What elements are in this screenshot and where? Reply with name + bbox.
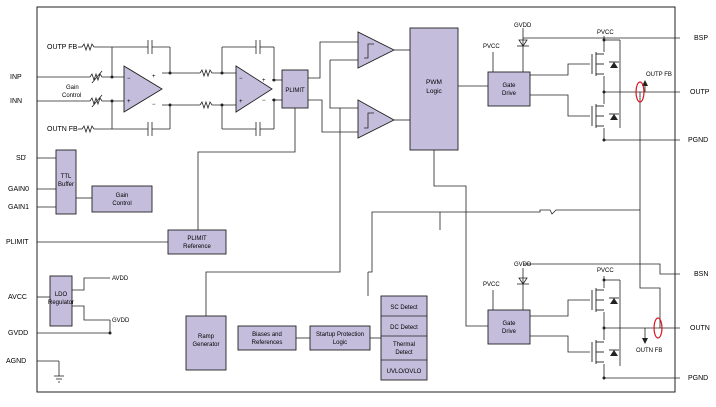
pin-agnd: AGND bbox=[6, 358, 26, 365]
plimit-reference-label-1: PLIMIT bbox=[187, 236, 207, 242]
biases-references-block bbox=[237, 325, 297, 351]
svg-text:+: + bbox=[239, 99, 243, 105]
gain-control-block bbox=[91, 185, 153, 213]
pin-pgnd-top: PGND bbox=[688, 137, 708, 144]
pin-inp: INP bbox=[10, 74, 22, 81]
pin-outp-fb-left: OUTP FB bbox=[47, 44, 78, 51]
wires bbox=[37, 28, 680, 383]
pin-inn: INN bbox=[10, 98, 22, 105]
thermal-detect-label-1: Thermal bbox=[393, 342, 415, 348]
ramp-generator-label-1: Ramp bbox=[198, 334, 215, 340]
pwm-logic-label-1: PWM bbox=[426, 79, 442, 86]
comparator-bottom bbox=[357, 99, 395, 139]
gvdd-ldo-label: GVDD bbox=[112, 318, 130, 324]
startup-protection-label-2: Logic bbox=[333, 340, 347, 346]
low-side-fet-top bbox=[591, 104, 619, 128]
pin-outn-fb-left: OUTN FB bbox=[47, 126, 78, 133]
svg-text:−: − bbox=[239, 76, 243, 82]
gain-control-text-2: Control bbox=[62, 93, 81, 99]
pwm-logic-label-2: Logic bbox=[426, 88, 442, 95]
svg-text:−: − bbox=[152, 102, 156, 108]
pvcc-top-fet-label: PVCC bbox=[597, 30, 614, 36]
svg-text:+: + bbox=[152, 74, 156, 80]
pvcc-top-gate-label: PVCC bbox=[483, 44, 500, 50]
gate-drive-top-label-2: Drive bbox=[502, 91, 517, 97]
plimit-reference-block bbox=[167, 229, 227, 255]
high-side-fet-top bbox=[591, 52, 619, 76]
biases-references-label-2: References bbox=[252, 340, 283, 346]
pin-sd: SD bbox=[16, 155, 26, 162]
outp-fb-marker bbox=[635, 81, 645, 103]
input-amplifier bbox=[123, 65, 163, 113]
outn-fb-marker bbox=[653, 317, 663, 339]
hysteresis-icon bbox=[364, 43, 374, 59]
gain-control-label-1: Gain bbox=[116, 193, 129, 199]
pin-pgnd-bottom: PGND bbox=[688, 375, 708, 382]
junction-dots bbox=[108, 38, 606, 380]
gain-control-text-1: Gain bbox=[66, 85, 79, 91]
ramp-generator-label-2: Generator bbox=[192, 342, 219, 348]
sc-detect-label: SC Detect bbox=[390, 305, 418, 311]
startup-protection-label-1: Startup Protection bbox=[316, 332, 364, 338]
pin-avcc: AVCC bbox=[8, 294, 27, 301]
ttl-buffer-label-1: TTL bbox=[61, 174, 72, 180]
detect-stack bbox=[380, 295, 428, 381]
thermal-detect-label-2: Detect bbox=[395, 350, 413, 356]
gate-drive-bottom-label-2: Drive bbox=[502, 329, 517, 335]
ldo-regulator-label-2: Regulator bbox=[48, 300, 74, 306]
arrow-markers bbox=[642, 80, 648, 344]
ttl-buffer-block bbox=[55, 149, 77, 215]
arrow-down-icon bbox=[642, 338, 648, 344]
hysteresis-icon bbox=[364, 112, 374, 129]
outn-fb-inner-label: OUTN FB bbox=[636, 348, 662, 354]
arrow-up-icon bbox=[642, 80, 648, 86]
pwm-logic-block bbox=[409, 27, 459, 151]
startup-protection-block bbox=[309, 325, 371, 351]
svg-text:−: − bbox=[262, 98, 266, 104]
svg-text:+: + bbox=[262, 78, 266, 84]
biases-references-label-1: Biases and bbox=[252, 332, 282, 338]
ldo-regulator-block bbox=[49, 275, 73, 327]
gvdd-bottom-label: GVDD bbox=[514, 262, 532, 268]
pvcc-bottom-fet-label: PVCC bbox=[597, 268, 614, 274]
pin-gain0: GAIN0 bbox=[8, 186, 29, 193]
gate-drive-top-block bbox=[487, 71, 531, 107]
comparator-top bbox=[357, 31, 396, 69]
gate-drive-top-label-1: Gate bbox=[502, 83, 516, 89]
ldo-regulator-label-1: LDO bbox=[55, 292, 68, 298]
gain-control-label-2: Control bbox=[112, 201, 131, 207]
outp-fb-inner-label: OUTP FB bbox=[646, 72, 672, 78]
plimit-reference-label-2: Reference bbox=[183, 244, 211, 250]
high-side-fet-bottom bbox=[591, 288, 619, 312]
second-amplifier bbox=[235, 65, 273, 113]
pin-outn: OUTN bbox=[690, 325, 710, 332]
avdd-label: AVDD bbox=[112, 276, 129, 282]
uvlo-ovlo-label: UVLO/OVLO bbox=[387, 369, 422, 375]
pin-plimit: PLIMIT bbox=[6, 239, 29, 246]
pin-bsn: BSN bbox=[694, 271, 708, 278]
gate-drive-bottom-block bbox=[487, 309, 531, 345]
svg-text:+: + bbox=[127, 99, 131, 105]
ramp-generator-block bbox=[185, 315, 227, 371]
gvdd-top-label: GVDD bbox=[514, 23, 532, 29]
gate-drive-bottom-label-1: Gate bbox=[502, 321, 516, 327]
chip-outline bbox=[36, 6, 676, 393]
plimit-block bbox=[281, 69, 309, 109]
pvcc-bottom-gate-label: PVCC bbox=[483, 282, 500, 288]
ttl-buffer-label-2: Buffer bbox=[58, 182, 74, 188]
svg-text:−: − bbox=[127, 76, 131, 82]
low-side-fet-bottom bbox=[591, 340, 619, 364]
plimit-block-label: PLIMIT bbox=[285, 88, 305, 94]
dc-detect-label: DC Detect bbox=[390, 325, 418, 331]
pin-gain1: GAIN1 bbox=[8, 204, 29, 211]
pin-gvdd: GVDD bbox=[8, 330, 28, 337]
pin-bsp: BSP bbox=[694, 35, 708, 42]
pin-outp: OUTP bbox=[690, 89, 710, 96]
